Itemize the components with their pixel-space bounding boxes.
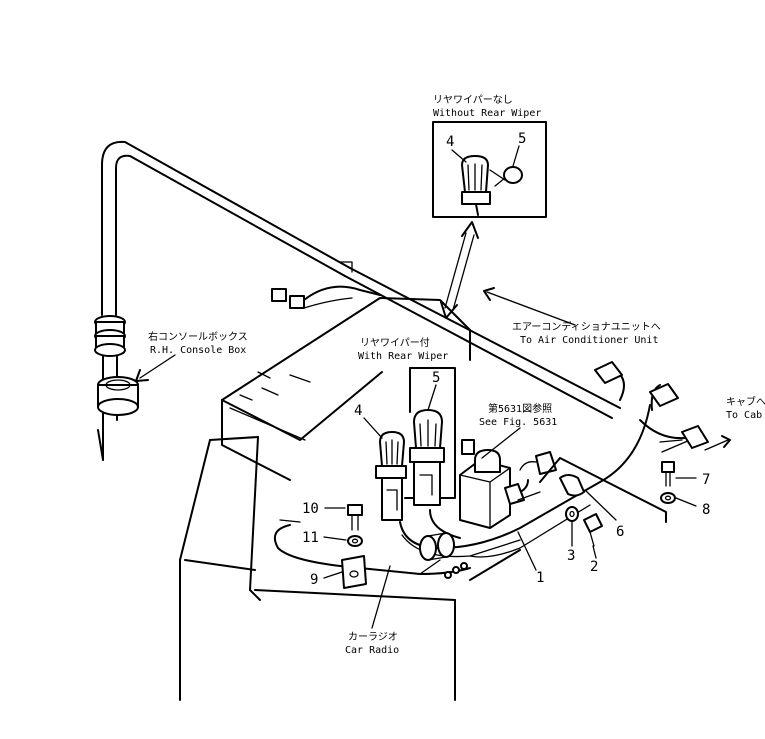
bolt-2 [583, 513, 603, 547]
ac-connectors [594, 361, 679, 407]
console-box-cap [97, 376, 139, 416]
part-9-number: 9 [310, 572, 318, 588]
washer-11 [347, 535, 363, 547]
cab-connector [659, 425, 709, 449]
part-10-number: 10 [302, 501, 319, 517]
with-rear-wiper-jp-label: リヤワイパー付 [360, 336, 430, 349]
leader-lines [135, 287, 731, 629]
console-lid [221, 297, 471, 481]
bolt-10 [347, 504, 363, 531]
left-connector [271, 285, 381, 309]
clamp-9 [341, 555, 367, 589]
with-rear-wiper-en-label: With Rear Wiper [358, 351, 448, 362]
without-rear-wiper-jp-label: リヤワイパーなし [433, 94, 513, 106]
console-box-en-label: R.H. Console Box [150, 345, 246, 356]
without-rear-wiper-en-label: Without Rear Wiper [433, 108, 541, 119]
bolt-7 [661, 461, 675, 487]
main-harness [399, 369, 691, 561]
link-arrow [440, 221, 479, 319]
part-8-number: 8 [702, 502, 710, 518]
part-11-number: 11 [302, 530, 319, 546]
to-cab-jp-label: キャブへ [726, 395, 765, 408]
car-radio-cable [274, 519, 471, 579]
air-conditioner-jp-label: エアーコンディショナユニットへ [512, 320, 661, 333]
console-box-jp-label: 右コンソールボックス [148, 330, 248, 343]
inset-part-4-number: 4 [446, 134, 454, 150]
part-3-number: 3 [567, 548, 575, 564]
clamp-6 [539, 457, 667, 523]
air-conditioner-en-label: To Air Conditioner Unit [520, 335, 658, 346]
washer-3 [565, 506, 579, 522]
left-pipe [101, 140, 621, 419]
part-7-number: 7 [702, 472, 710, 488]
see-fig-jp-label: 第5631図参照 [488, 402, 552, 415]
part-4-number: 4 [354, 403, 362, 419]
part-6-number: 6 [616, 524, 624, 540]
car-radio-jp-label: カーラジオ [348, 631, 398, 643]
part-5-number: 5 [432, 370, 440, 386]
car-radio-en-label: Car Radio [345, 645, 399, 656]
to-cab-en-label: To Cab [726, 410, 762, 421]
pipe-grommet [94, 315, 126, 461]
relay-box [459, 439, 557, 529]
inset-part-5-number: 5 [518, 131, 526, 147]
inset-frame [432, 121, 547, 218]
inset-without-rear-wiper [432, 121, 547, 218]
with-rear-wiper-group [363, 367, 456, 521]
washer-8 [660, 492, 676, 504]
see-fig-en-label: See Fig. 5631 [479, 417, 557, 428]
part-2-number: 2 [590, 559, 598, 575]
part-1-number: 1 [536, 570, 544, 586]
